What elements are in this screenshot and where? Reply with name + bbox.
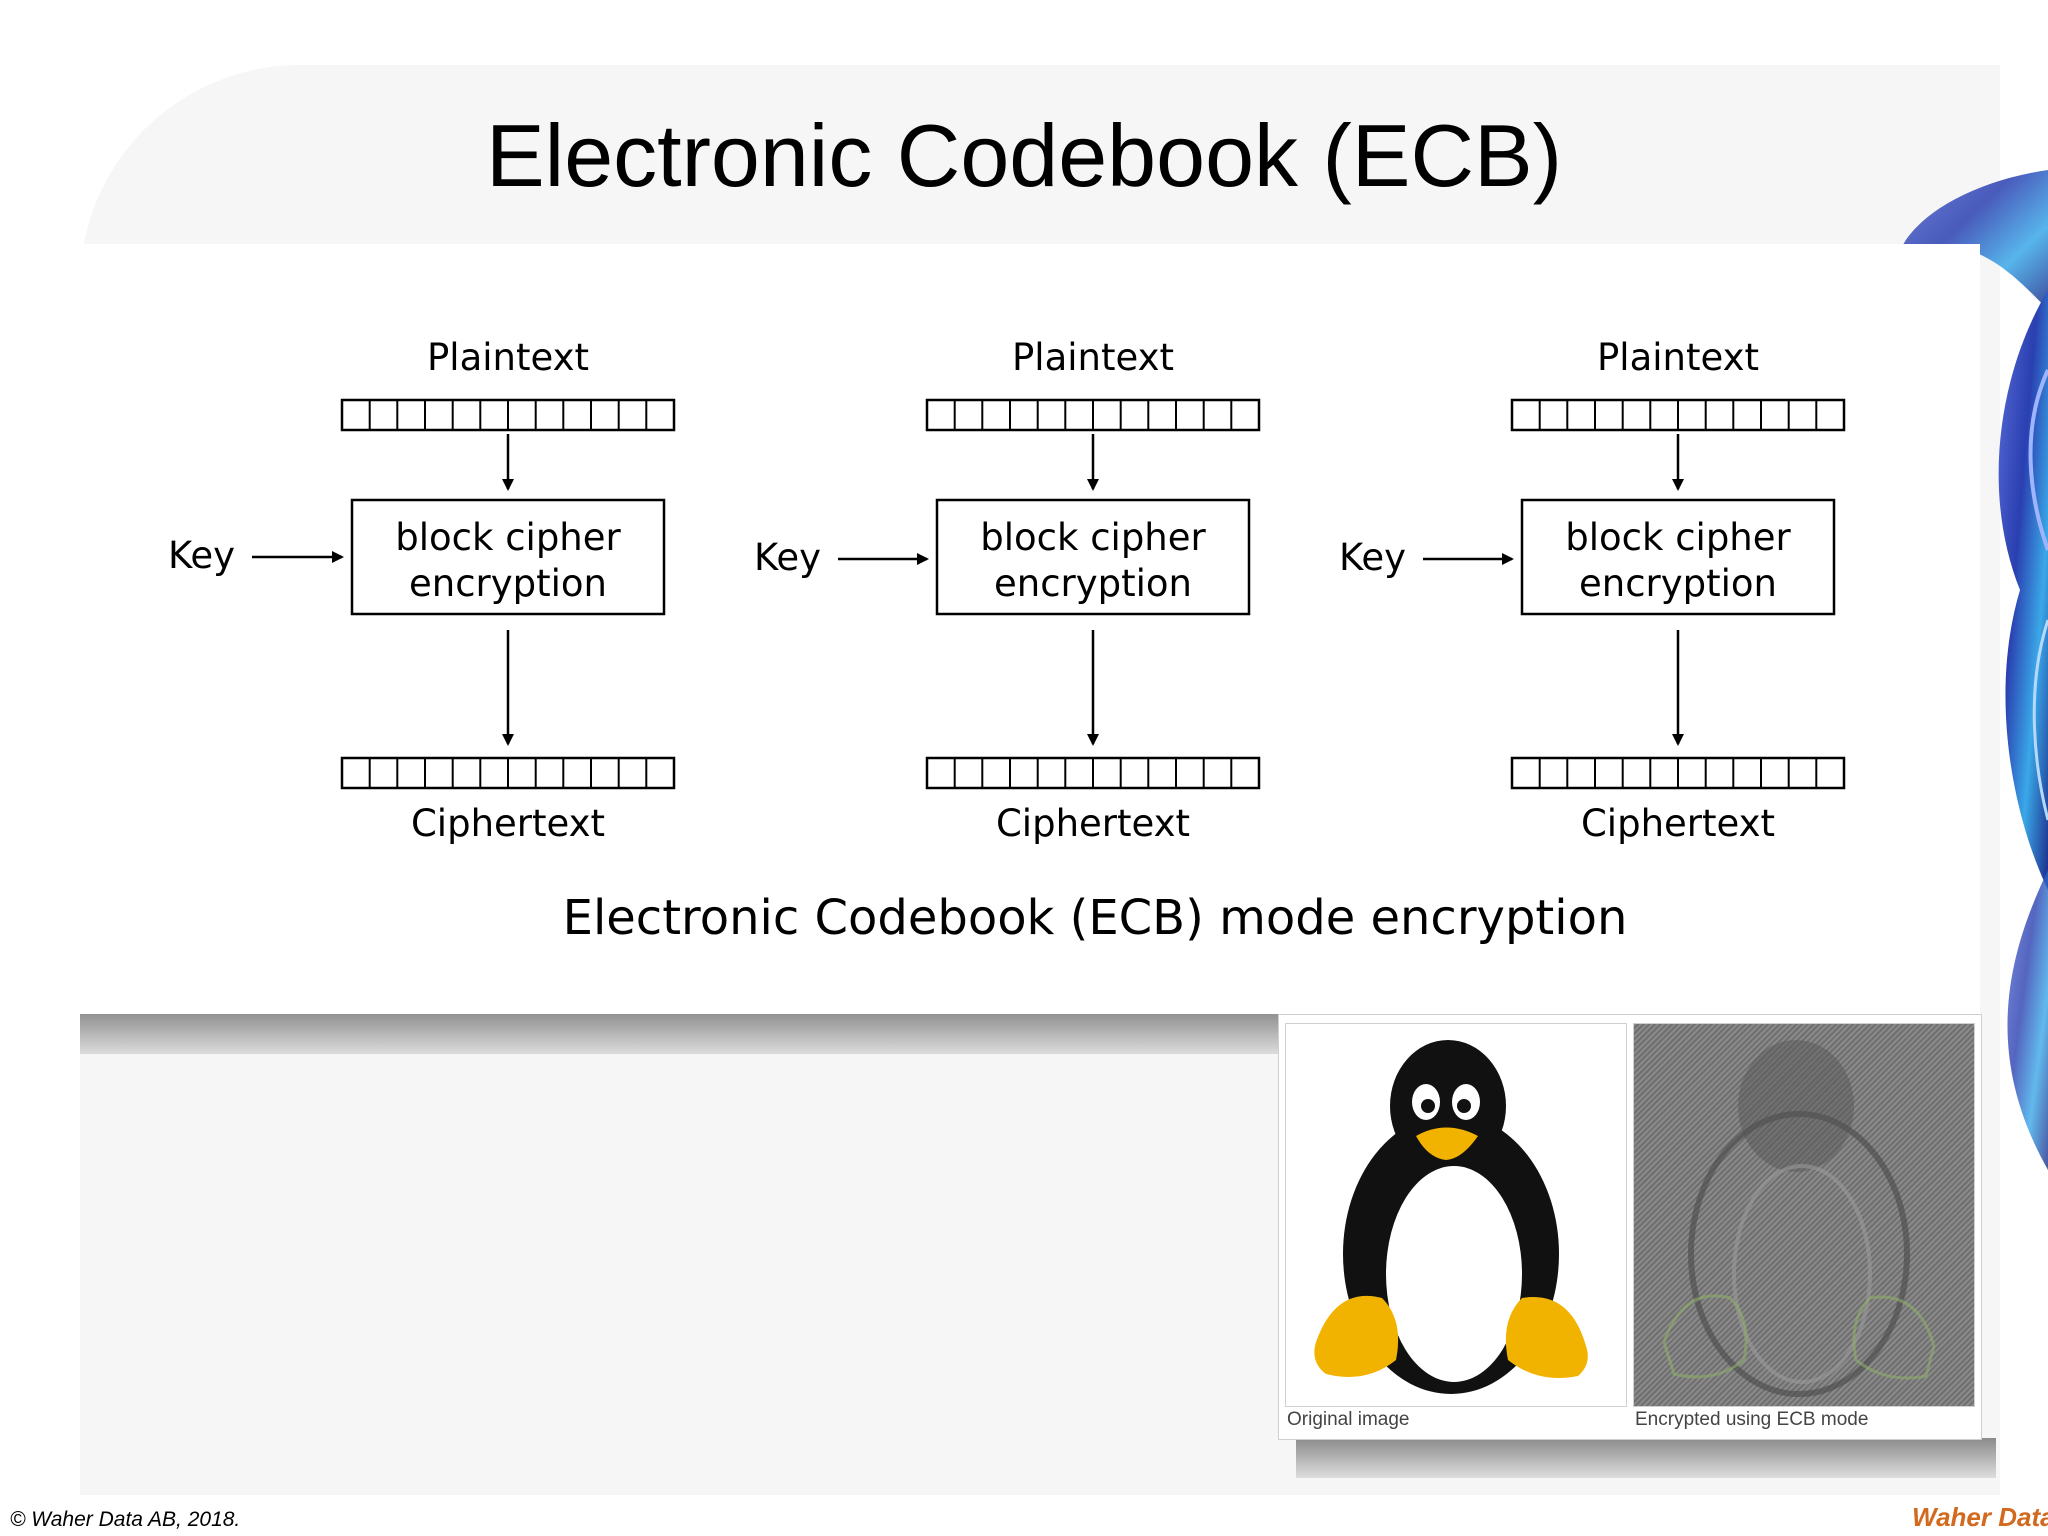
- original-image-caption: Original image: [1287, 1409, 1410, 1430]
- waher-data-logo: Waher Data: [1912, 1502, 2048, 1532]
- block-cipher-box: [1520, 498, 1836, 616]
- ecb-column-2: Plaintext Key block cipher encryption Ci…: [754, 336, 1261, 845]
- encrypted-image: [1633, 1023, 1975, 1407]
- plaintext-label: Plaintext: [427, 336, 589, 379]
- key-label: Key: [168, 534, 235, 577]
- ecb-example-panel: Original image Encrypted using ECB mode: [1278, 1014, 1982, 1440]
- encrypted-image-caption: Encrypted using ECB mode: [1635, 1409, 1869, 1430]
- ciphertext-label: Ciphertext: [1581, 802, 1775, 845]
- photo-shadow: [1296, 1438, 1996, 1478]
- cipher-label-line1: block cipher: [395, 516, 621, 559]
- plaintext-label: Plaintext: [1012, 336, 1174, 379]
- block-cipher-box: [350, 498, 666, 616]
- ciphertext-blocks: [925, 756, 1261, 790]
- plaintext-blocks: [925, 398, 1261, 432]
- ecb-column-1: Plaintext Key block cipher encryption Ci…: [168, 336, 676, 845]
- cipher-label-line2: encryption: [994, 562, 1192, 605]
- decorative-swirl: [1900, 170, 2048, 1170]
- ciphertext-label: Ciphertext: [411, 802, 605, 845]
- key-label: Key: [754, 536, 821, 579]
- block-cipher-box: [935, 498, 1251, 616]
- original-image: [1285, 1023, 1627, 1407]
- cipher-label-line2: encryption: [409, 562, 607, 605]
- diagram-shadow: [80, 1010, 1280, 1054]
- ciphertext-label: Ciphertext: [996, 802, 1190, 845]
- plaintext-blocks: [340, 398, 676, 432]
- ciphertext-blocks: [1510, 756, 1846, 790]
- plaintext-blocks: [1510, 398, 1846, 432]
- key-label: Key: [1339, 536, 1406, 579]
- ciphertext-blocks: [340, 756, 676, 790]
- copyright-footer: © Waher Data AB, 2018.: [10, 1508, 241, 1531]
- slide-title: Electronic Codebook (ECB): [485, 106, 1563, 205]
- ecb-diagram-panel: Plaintext Key block cipher encryption Ci…: [62, 244, 1980, 1014]
- plaintext-label: Plaintext: [1597, 336, 1759, 379]
- ecb-diagram: Plaintext Key block cipher encryption Ci…: [168, 336, 1846, 946]
- encrypted-penguin-outline-icon: [1662, 1040, 1936, 1397]
- cipher-label-line1: block cipher: [1565, 516, 1791, 559]
- cipher-label-line1: block cipher: [980, 516, 1206, 559]
- ecb-column-3: Plaintext Key block cipher encryption Ci…: [1339, 336, 1846, 845]
- penguin-icon: [1314, 1040, 1588, 1394]
- cipher-label-line2: encryption: [1579, 562, 1777, 605]
- diagram-caption: Electronic Codebook (ECB) mode encryptio…: [563, 890, 1628, 946]
